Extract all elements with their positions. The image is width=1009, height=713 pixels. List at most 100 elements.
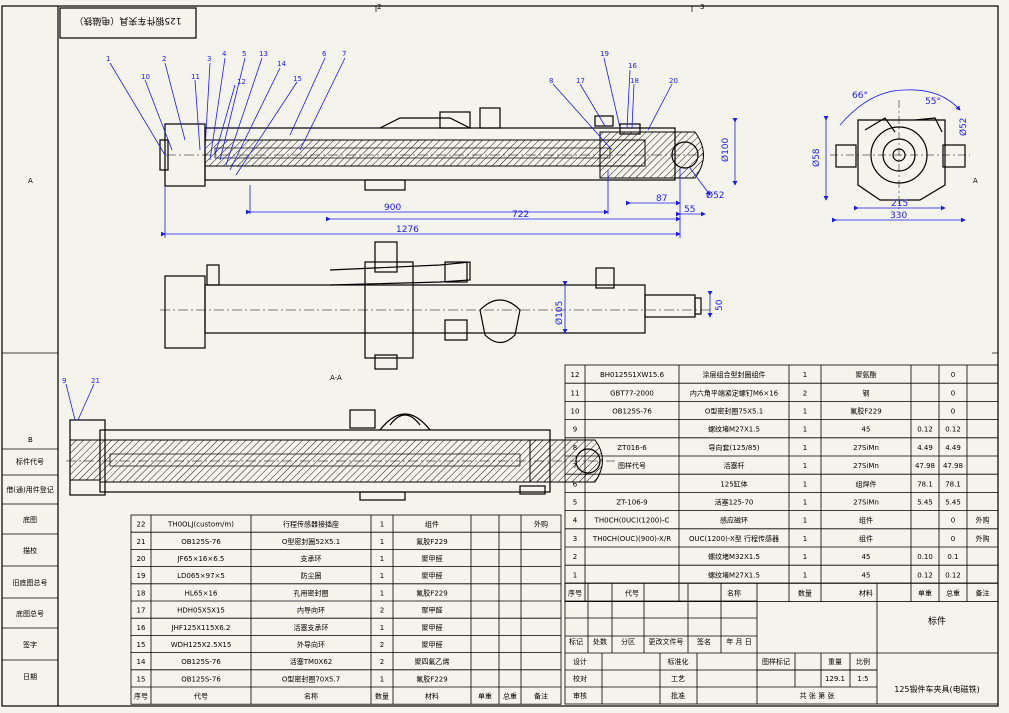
bom-cell-name: 螺纹堵M27X1.5: [708, 570, 760, 579]
side-label-3: 描校: [23, 546, 37, 555]
bom-cell-code: OB125S-76: [181, 538, 221, 546]
bom-cell-w1: 5.45: [917, 499, 933, 507]
rev-header-1: 处数: [593, 637, 607, 646]
balloon-13: 13: [259, 50, 268, 58]
bom-cell-qty: 1: [380, 624, 384, 632]
stamp-title: 125锻件车夹具（电磁铁）: [74, 15, 181, 27]
dim-d52: Ø52: [706, 190, 725, 201]
bom-cell-name: 活塞TM0X62: [290, 657, 332, 666]
bom-cell-w1: 78.1: [917, 480, 933, 488]
balloon-8: 8: [549, 77, 553, 85]
bom-cell-name: O型密封圈70X5.7: [282, 674, 340, 683]
side-label-2: 底图: [23, 515, 37, 524]
role-check: 校对: [573, 674, 587, 683]
bom-cell-name: 螺纹堵M27X1.5: [708, 425, 760, 434]
bom-cell-code: ZT016-6: [617, 444, 647, 452]
bom-cell-w2: 0: [951, 517, 955, 525]
bom-cell-w2: 4.49: [945, 444, 961, 452]
role-process: 工艺: [671, 675, 685, 683]
balloon-3: 3: [207, 55, 211, 63]
bom-header-code: 代号: [625, 589, 639, 598]
bom-cell-mat: 组焊件: [856, 479, 877, 488]
bom-cell-code: HDH05X5X15: [177, 607, 225, 615]
role-design: 设计: [573, 657, 587, 666]
bom-header-qty: 数量: [375, 692, 389, 701]
weight-value: 129.1: [825, 675, 845, 683]
bom-cell-note: 外购: [976, 534, 990, 543]
bom-cell-name: 导向套(125/85): [708, 443, 759, 452]
bom-cell-code: OB125S-76: [181, 675, 221, 683]
bom-cell-name: 活塞125-70: [715, 498, 754, 507]
bom-header-note: 备注: [976, 589, 990, 598]
ratio-label: 比例: [856, 657, 870, 666]
top-view: Ø105 50: [160, 241, 725, 370]
dim-d100: Ø100: [720, 137, 731, 162]
bom-cell-name: O型密封圈75X5.1: [705, 407, 763, 416]
end-view: 66° 55° Ø58 215 330 Ø52: [811, 89, 970, 223]
bom-cell-qty: 1: [803, 426, 807, 434]
bom-cell-code: JF65×16×6.5: [177, 555, 225, 563]
bom-cell-no: 16: [137, 624, 146, 632]
stage-label: 图样标记: [762, 657, 790, 666]
bom-cell-no: 4: [573, 517, 578, 525]
balloon-1: 1: [106, 55, 110, 63]
bom-cell-note: 外购: [976, 516, 990, 525]
dim-900: 900: [384, 203, 401, 213]
bom-cell-qty: 1: [380, 572, 384, 580]
bom-cell-qty: 1: [380, 538, 384, 546]
section-view: A-A 9 21: [62, 374, 615, 501]
bom-cell-no: 17: [137, 607, 146, 615]
bom-cell-mat: 45: [862, 571, 871, 579]
part-name: 标件: [928, 615, 946, 627]
bom-cell-no: 15: [137, 641, 146, 649]
bom-cell-mat: 聚甲醛: [422, 623, 443, 632]
bom-cell-qty: 1: [380, 555, 384, 563]
role-review: 审核: [573, 691, 587, 700]
bom-cell-mat: 聚甲醛: [422, 554, 443, 563]
bom-cell-no: 7: [573, 462, 577, 470]
weight-label: 重量: [828, 658, 842, 666]
bom-cell-w2: 0.12: [945, 426, 961, 434]
balloon-9: 9: [62, 377, 66, 385]
dim-end-d52: Ø52: [958, 117, 969, 136]
bom-cell-name: O型密封圈52X5.1: [282, 537, 340, 546]
bom-cell-mat: 钢: [863, 388, 870, 397]
bom-cell-mat: 聚甲醛: [422, 640, 443, 649]
role-standard: 标准化: [668, 657, 689, 666]
side-label-4: 旧底图总号: [13, 578, 48, 587]
section-label: A-A: [330, 374, 342, 382]
bom-header-no: 序号: [134, 692, 148, 701]
bom-cell-qty: 1: [803, 371, 807, 379]
ratio-value: 1:5: [857, 675, 868, 683]
dim-722: 722: [512, 210, 529, 220]
bom-cell-code: TH0OLJ(custom/m): [167, 521, 234, 529]
bom-cell-qty: 1: [803, 571, 807, 579]
bom-cell-code: TH0CH(0UC)(1200)-C: [594, 517, 670, 525]
role-approve: 批准: [671, 691, 685, 700]
bom-cell-no: 19: [137, 572, 146, 580]
bom-cell-w2: 0: [951, 408, 955, 416]
balloon-2: 2: [162, 55, 166, 63]
bom-cell-name: 125缸体: [720, 479, 747, 488]
bom-cell-no: 1: [573, 571, 577, 579]
balloon-7: 7: [342, 50, 346, 58]
bom-cell-code: ZT-106-9: [616, 499, 647, 507]
bom-cell-qty: 1: [803, 480, 807, 488]
bom-header-name: 名称: [727, 589, 741, 598]
bom-cell-mat: 45: [862, 426, 871, 434]
bom-cell-name: 螺纹堵M32X1.5: [708, 552, 760, 561]
bom-cell-qty: 1: [803, 462, 807, 470]
bom-cell-mat: 氟胶F229: [416, 537, 447, 546]
dim-angle-55: 55°: [925, 97, 941, 107]
bom-cell-w2: 0: [951, 389, 955, 397]
bom-cell-mat: 27SiMn: [853, 499, 879, 507]
bom-cell-no: 3: [573, 535, 577, 543]
bom-cell-mat: 聚氨酯: [856, 370, 877, 379]
balloon-16: 16: [628, 62, 637, 70]
side-label-0: 标件代号: [16, 457, 44, 466]
bom-header-note: 备注: [534, 692, 548, 701]
bom-cell-mat: 45: [862, 553, 871, 561]
bom-cell-code: JHF125X115X6.2: [171, 624, 231, 632]
